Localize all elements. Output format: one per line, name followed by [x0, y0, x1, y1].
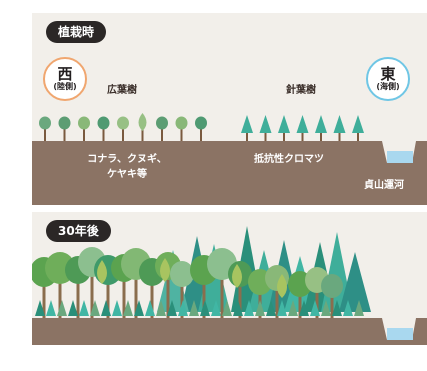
broadleaf-tree [277, 274, 287, 298]
understory-sapling [277, 300, 287, 316]
west-label: 西 [57, 65, 73, 83]
understory-sapling [123, 300, 133, 316]
ground [32, 141, 427, 205]
broadleaf-tree [160, 258, 170, 282]
broadleaf-species-line2: ケヤキ等 [107, 169, 147, 180]
understory-sapling [101, 300, 111, 316]
canal-water [387, 151, 413, 163]
conifer-sapling [278, 115, 290, 141]
understory-sapling [354, 300, 364, 316]
planting-time-panel: 植栽時 西 (陸側) 東 (海側) 広葉樹 針葉樹 コナラ、クヌギ、 ケヤキ等 … [32, 13, 427, 205]
broadleaf-sapling [195, 116, 207, 141]
thirty-years-later-scene [32, 226, 427, 345]
thirty-years-later-badge: 30年後 [46, 220, 111, 242]
understory-sapling [255, 300, 265, 316]
canal-label: 貞山運河 [364, 180, 404, 191]
thirty-years-later-panel: 30年後 [32, 212, 427, 345]
sea-side-label: (海側) [376, 82, 400, 91]
understory-sapling [266, 300, 276, 316]
planting-time-scene [32, 113, 427, 205]
conifer-tree [339, 252, 371, 312]
planting-time-badge: 植栽時 [46, 21, 107, 43]
broadleaf-sapling [39, 116, 51, 141]
understory-sapling [79, 300, 89, 316]
understory-sapling [178, 300, 188, 316]
conifer-label: 針葉樹 [286, 85, 316, 96]
understory-sapling [288, 300, 298, 316]
understory-sapling [167, 300, 177, 316]
broadleaf-sapling [117, 116, 129, 141]
broadleaf-label: 広葉樹 [107, 85, 137, 96]
understory-sapling [68, 300, 78, 316]
understory-sapling [233, 300, 243, 316]
understory-sapling [57, 300, 67, 316]
broadleaf-tree [97, 260, 107, 284]
broadleaf-sapling [78, 116, 90, 141]
broadleaf-species-line1: コナラ、クヌギ、 [87, 154, 167, 165]
understory-sapling [90, 300, 100, 316]
conifer-sapling [352, 115, 364, 141]
understory-sapling [145, 300, 155, 316]
broadleaf-sapling [97, 116, 110, 141]
broadleaf-tree [170, 261, 194, 318]
understory-sapling [112, 300, 122, 316]
understory-sapling [156, 300, 166, 316]
broadleaf-sapling [175, 116, 188, 141]
understory-sapling [211, 300, 221, 316]
conifer-species: 抵抗性クロマツ [254, 154, 324, 165]
east-sea-side-marker: 東 (海側) [366, 57, 410, 101]
broadleaf-species: コナラ、クヌギ、 ケヤキ等 [57, 152, 197, 182]
understory-sapling [332, 300, 342, 316]
conifer-sapling [241, 115, 253, 141]
broadleaf-tree [232, 264, 242, 288]
understory-sapling [343, 300, 353, 316]
understory-sapling [310, 300, 320, 316]
understory-sapling [200, 300, 210, 316]
conifer-sapling [259, 115, 272, 141]
understory-sapling [134, 300, 144, 316]
land-side-label: (陸側) [53, 82, 77, 91]
understory-sapling [299, 300, 309, 316]
broadleaf-sapling [138, 113, 147, 141]
understory-sapling [35, 300, 45, 316]
conifer-sapling [333, 115, 346, 141]
west-land-side-marker: 西 (陸側) [43, 57, 87, 101]
broadleaf-tree [321, 274, 343, 318]
understory-sapling [46, 300, 56, 316]
understory-sapling [222, 300, 232, 316]
east-label: 東 [380, 65, 396, 83]
understory-sapling [321, 300, 331, 316]
understory-sapling [189, 300, 199, 316]
understory-sapling [244, 300, 254, 316]
ground [32, 318, 427, 345]
conifer-sapling [315, 115, 327, 141]
conifer-sapling [296, 115, 309, 141]
broadleaf-sapling [156, 116, 168, 141]
broadleaf-sapling [58, 116, 71, 141]
canal-water [387, 328, 413, 340]
